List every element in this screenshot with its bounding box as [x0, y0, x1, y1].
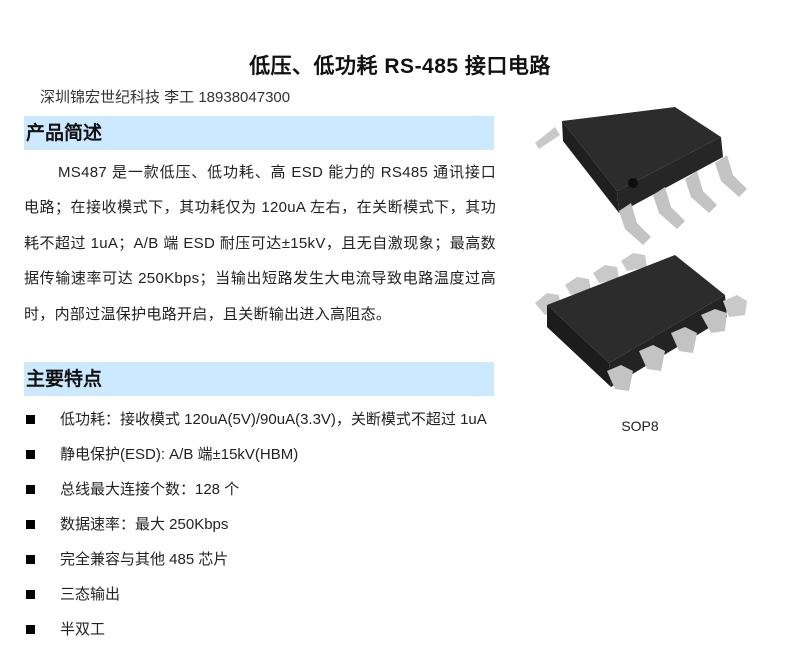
overview-description: MS487 是一款低压、低功耗、高 ESD 能力的 RS485 通讯接口电路；在…: [24, 155, 496, 332]
chip-top-view: [535, 107, 747, 245]
feature-item: 半双工: [24, 612, 496, 647]
square-bullet-icon: [26, 450, 35, 459]
feature-item: 低功耗：接收模式 120uA(5V)/90uA(3.3V)，关断模式不超过 1u…: [24, 402, 496, 437]
feature-item: 完全兼容与其他 485 芯片: [24, 542, 496, 577]
feature-item: 数据速率：最大 250Kbps: [24, 507, 496, 542]
figure-caption: SOP8: [621, 418, 659, 434]
section-heading-features: 主要特点: [24, 362, 494, 396]
square-bullet-icon: [26, 485, 35, 494]
square-bullet-icon: [26, 625, 35, 634]
square-bullet-icon: [26, 555, 35, 564]
features-list: 低功耗：接收模式 120uA(5V)/90uA(3.3V)，关断模式不超过 1u…: [24, 402, 496, 647]
chip-illustration: [535, 107, 747, 391]
feature-item: 静电保护(ESD): A/B 端±15kV(HBM): [24, 437, 496, 472]
author-contact-line: 深圳锦宏世纪科技 李工 18938047300: [40, 89, 291, 106]
chip-bottom-view: [535, 253, 747, 391]
document-title: 低压、低功耗 RS-485 接口电路: [249, 55, 551, 78]
square-bullet-icon: [26, 520, 35, 529]
square-bullet-icon: [26, 590, 35, 599]
feature-item: 三态输出: [24, 577, 496, 612]
square-bullet-icon: [26, 415, 35, 424]
section-heading-overview: 产品简述: [24, 116, 494, 150]
feature-item: 总线最大连接个数：128 个: [24, 472, 496, 507]
overview-paragraph: MS487 是一款低压、低功耗、高 ESD 能力的 RS485 通讯接口电路；在…: [24, 164, 496, 323]
sop8-package-image: [525, 105, 760, 405]
